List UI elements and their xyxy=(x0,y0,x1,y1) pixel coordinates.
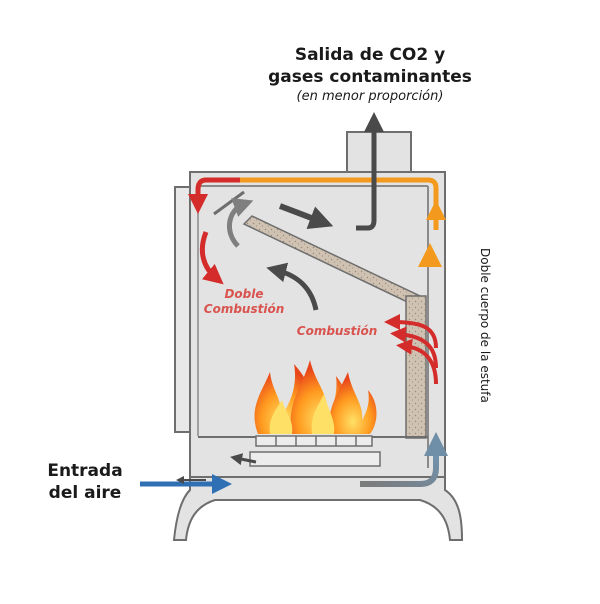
double-combustion-label: Doble Combustión xyxy=(198,287,290,317)
air-inlet-label-line1: Entrada xyxy=(47,461,123,481)
air-inlet-label-line2: del aire xyxy=(48,483,122,503)
combustion-gas-arrow xyxy=(266,262,319,311)
exhaust-arrow xyxy=(356,112,384,231)
firebrick-wall xyxy=(405,295,427,439)
exhaust-note: (en menor proporción) xyxy=(296,89,444,104)
exhaust-title: Salida de CO2 y gases contaminantes xyxy=(250,44,490,88)
ash-drawer xyxy=(249,451,381,467)
jacket-flow-down-arrow xyxy=(188,177,240,214)
recirculation-arrow xyxy=(227,198,254,248)
double-combustion-label-line1: Doble xyxy=(224,287,264,301)
double-combustion-arrow xyxy=(199,231,224,285)
under-grate-air-arrow xyxy=(230,453,257,466)
double-combustion-label-line2: Combustión xyxy=(203,302,285,316)
exhaust-title-line2: gases contaminantes xyxy=(268,67,472,87)
upper-deflector xyxy=(213,190,245,216)
grate xyxy=(255,435,373,447)
exhaust-title-line1: Salida de CO2 y xyxy=(294,45,446,65)
chimney xyxy=(346,131,412,175)
stove-legs xyxy=(172,476,464,541)
stove-door xyxy=(174,186,191,433)
flames xyxy=(254,360,377,434)
double-body-label: Doble cuerpo de la estufa xyxy=(478,248,492,403)
bottom-air-flow-arrow xyxy=(360,432,448,487)
upper-gas-arrow xyxy=(278,203,334,229)
air-inlet-label: Entrada del aire xyxy=(30,460,140,504)
combustion-label: Combustión xyxy=(296,324,378,338)
combustion-air-arrows xyxy=(384,314,438,385)
